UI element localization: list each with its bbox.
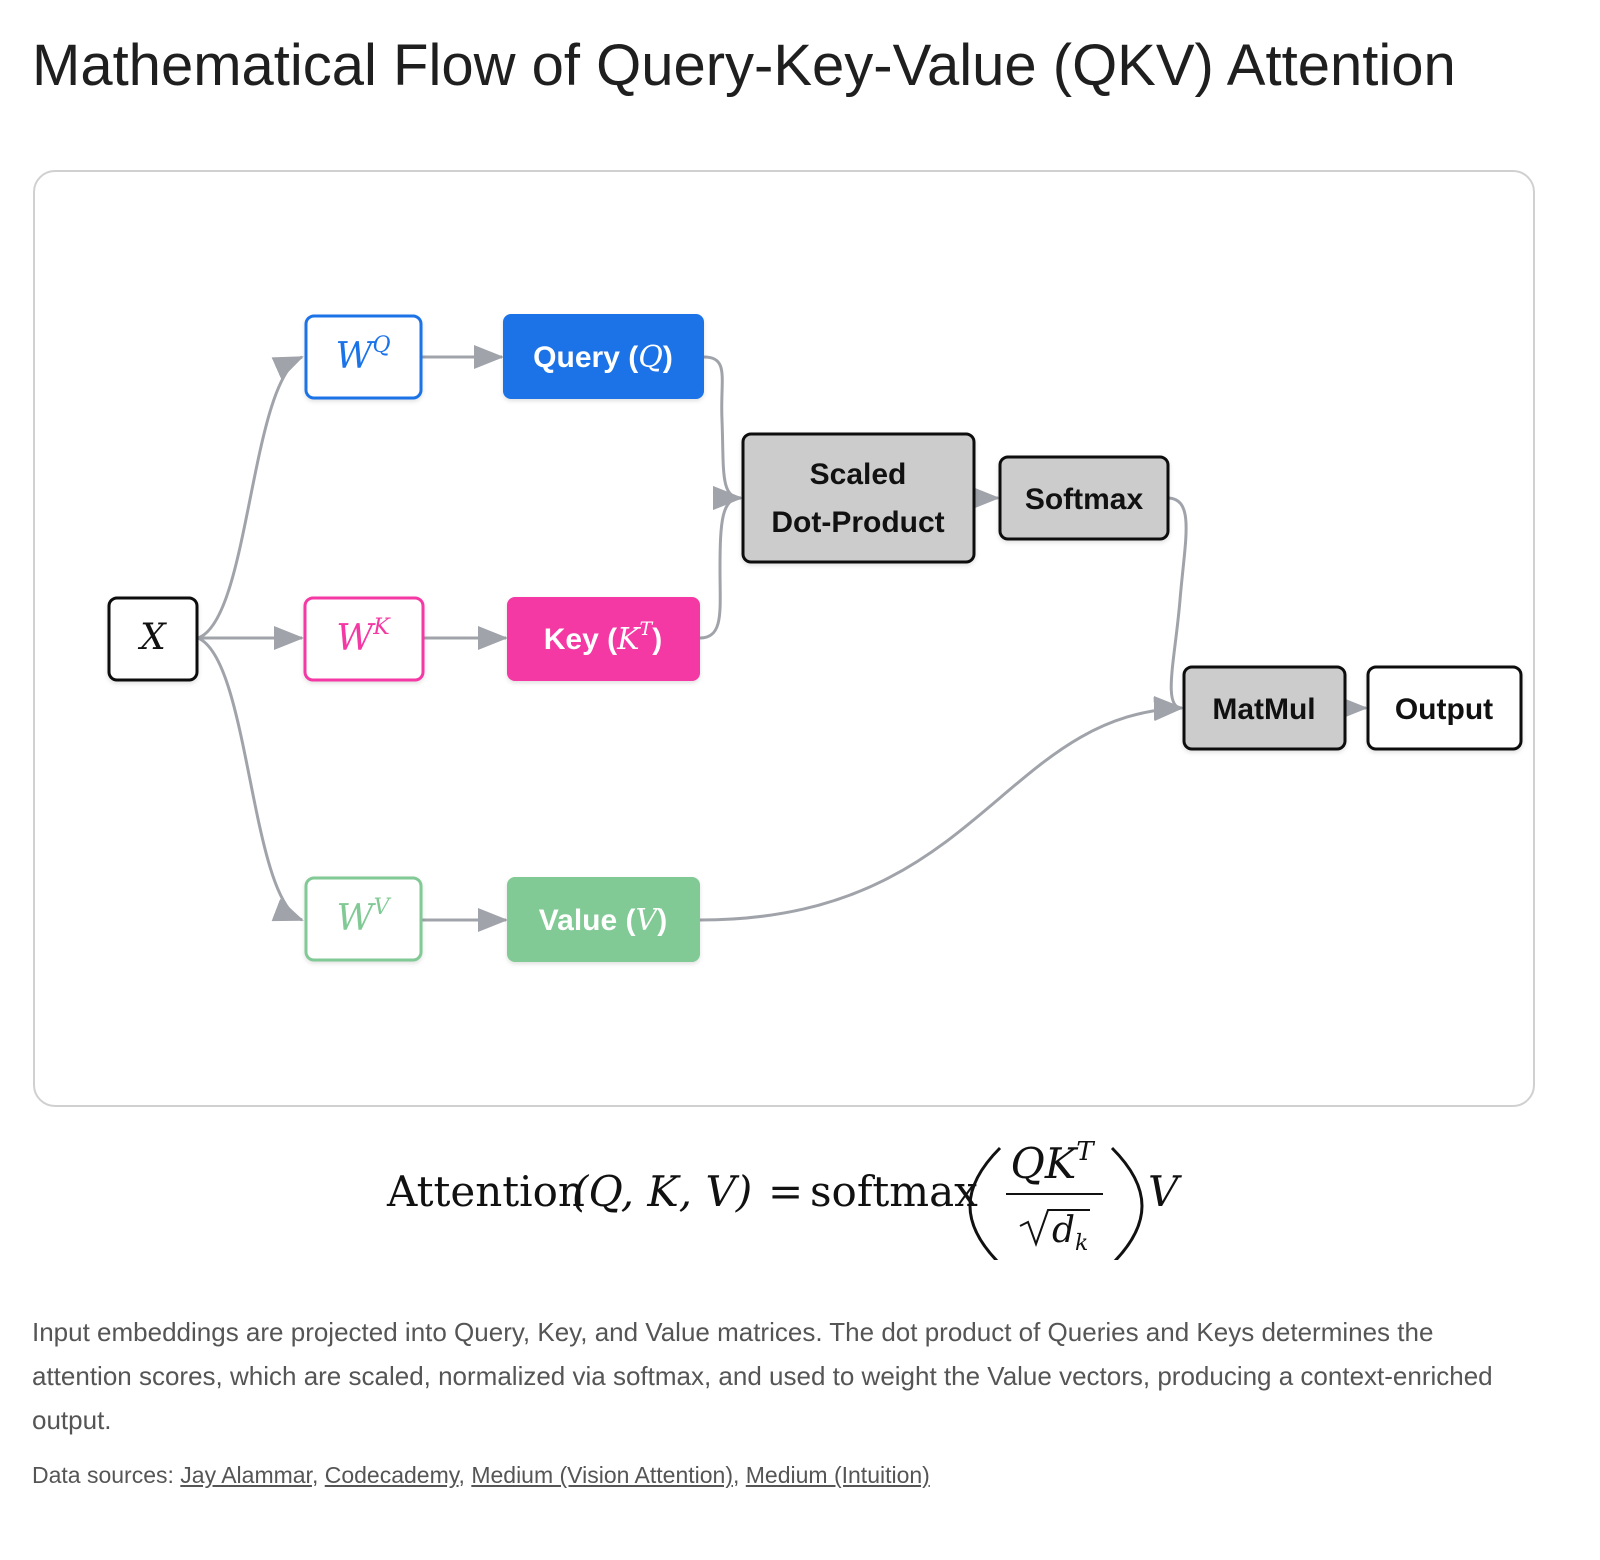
attention-formula: Attention (Q, K, V) = softmax QKT dk V (386, 1137, 1182, 1260)
node-matmul (1182, 665, 1347, 751)
node-query (503, 314, 704, 399)
matmul-label: MatMul (1212, 693, 1315, 726)
softmax-label: Softmax (1025, 483, 1144, 516)
formula-left-paren (968, 1146, 1002, 1260)
node-scaled-dot-product (741, 432, 976, 564)
formula-lhs-args: (Q, K, V) (572, 1167, 752, 1216)
source-link-codecademy[interactable]: Codecademy (324, 1462, 459, 1488)
edge-softmax-to-matmul (1153, 496, 1188, 720)
attention-flow-diagram: X WQ WK WV Query (Q) Key (KT) Value (V) … (107, 314, 1523, 962)
node-x (107, 596, 199, 682)
x-label: X (137, 617, 167, 658)
sources-separator: , (311, 1462, 319, 1488)
description: Input embeddings are projected into Quer… (32, 1317, 1493, 1435)
scaled-label-line1: Scaled (810, 458, 907, 491)
edge-value-to-matmul (699, 697, 1184, 922)
node-softmax (998, 455, 1170, 541)
wk-label: WK (336, 615, 391, 659)
sources-separator: , (458, 1462, 465, 1488)
edge-x-to-wq (197, 355, 304, 640)
node-value (507, 877, 700, 962)
formula-fn: softmax (810, 1167, 978, 1216)
data-sources: Data sources: Jay Alammar, Codecademy, M… (32, 1462, 930, 1489)
node-output (1366, 665, 1523, 751)
node-wq (304, 314, 423, 400)
key-label: Key (KT) (544, 618, 662, 657)
wq-label: WQ (335, 333, 390, 377)
formula-lhs-name: Attention (386, 1167, 585, 1216)
sources-separator: , (732, 1462, 740, 1488)
scaled-label-line2: Dot-Product (771, 506, 944, 539)
output-label: Output (1395, 693, 1493, 726)
page-title: Mathematical Flow of Query-Key-Value (QK… (32, 33, 1456, 98)
node-wk (303, 596, 425, 682)
node-key (507, 597, 700, 681)
formula-equals: = (768, 1167, 803, 1216)
formula-tail: V (1148, 1167, 1182, 1216)
node-wv (304, 876, 423, 962)
source-link-medium-intuition[interactable]: Medium (Intuition) (745, 1462, 930, 1488)
edge-key-to-scaled (699, 486, 743, 640)
source-link-medium-vision-attention[interactable]: Medium (Vision Attention) (471, 1462, 733, 1488)
query-label: Query (Q) (533, 340, 673, 375)
wv-label: WV (337, 895, 392, 939)
formula-sqrt-sign (1019, 1209, 1090, 1247)
source-link-jay-alammar[interactable]: Jay Alammar (180, 1462, 312, 1488)
value-label: Value (V) (539, 903, 667, 938)
edge-x-to-wv (197, 636, 304, 922)
formula-denominator: dk (1052, 1210, 1088, 1256)
formula-numerator: QKT (1010, 1137, 1095, 1188)
formula-right-paren (1110, 1146, 1144, 1260)
edge-query-to-scaled (703, 355, 743, 510)
sources-prefix: Data sources: (32, 1462, 174, 1488)
